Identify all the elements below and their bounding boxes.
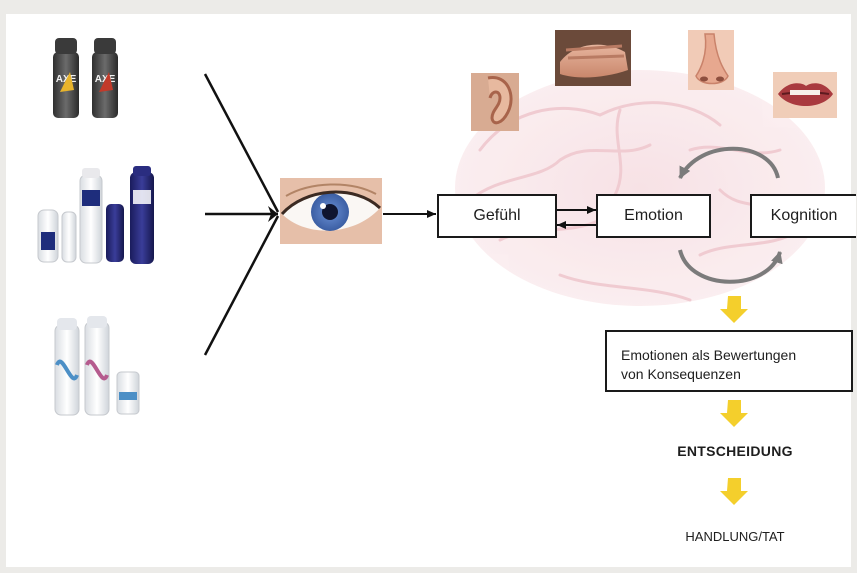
evaluation-line-1: Emotionen als Bewertungen [621,346,851,365]
feeling-label: Gefühl [473,207,520,225]
hand-image [555,30,631,86]
eye-image [280,178,382,244]
cognition-node: Kognition [750,194,856,238]
rexona-deodorant-image [55,316,139,415]
down-arrow-to-evaluation [720,296,748,323]
evaluation-line-2: von Konsequenzen [621,365,851,384]
nose-image [688,30,734,90]
axe-deodorant-image: AXE AXE [53,38,118,118]
evaluation-box: Emotionen als Bewertungen von Konsequenz… [605,330,853,392]
down-arrow-to-decision [720,400,748,427]
converging-lines [205,74,278,355]
down-arrow-to-action [720,478,748,505]
cognition-label: Kognition [771,207,838,225]
ear-image [471,73,519,131]
emotion-node: Emotion [596,194,711,238]
decision-label: ENTSCHEIDUNG [640,443,830,459]
nivea-deodorant-image [38,166,154,264]
action-label: HANDLUNG/TAT [640,529,830,544]
mouth-image [773,72,837,118]
emotion-label: Emotion [624,207,683,225]
feeling-node: Gefühl [437,194,557,238]
